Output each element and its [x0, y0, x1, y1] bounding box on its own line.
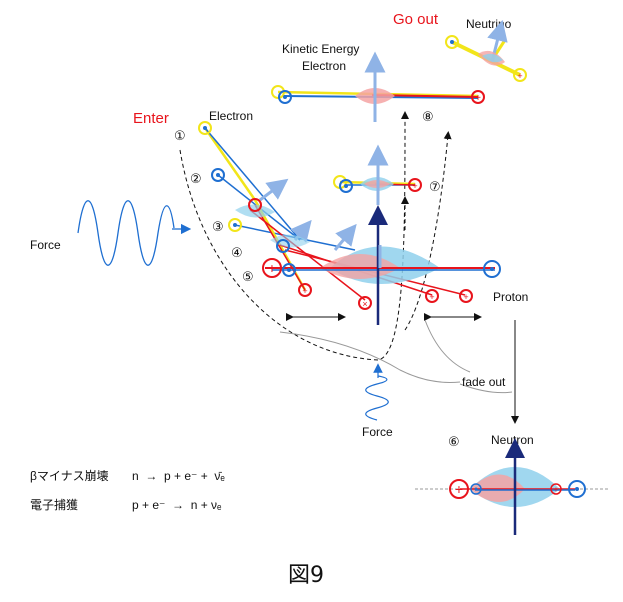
electron-label: Electron	[209, 109, 253, 123]
svg-text:+: +	[302, 286, 307, 296]
svg-text:+: +	[268, 260, 276, 276]
electron-capture-name: 電子捕獲	[30, 497, 78, 512]
proton-atom: +	[262, 205, 501, 325]
state-8-atom: +	[271, 51, 485, 122]
kinetic-energy-label: Kinetic Energy	[282, 42, 359, 56]
step-1: ①	[174, 129, 186, 144]
electron-capture-formula: p + e⁻ → n + νₑ	[132, 498, 222, 512]
neutron-label: Neutron	[491, 433, 534, 447]
incoming-electron-paths: + × + +	[198, 121, 473, 310]
fade-out-label: fade out	[462, 375, 506, 389]
svg-text:+: +	[554, 485, 559, 494]
state-7-atom: +	[333, 144, 422, 205]
svg-text:+: +	[475, 93, 481, 104]
svg-text:+: +	[463, 292, 468, 302]
svg-text:+: +	[517, 71, 522, 81]
neutron-atom: + +	[415, 438, 610, 535]
enter-label: Enter	[133, 110, 169, 127]
neutrino-label: Neutrino	[466, 17, 512, 31]
figure-caption: 図9	[288, 563, 324, 588]
step-6: ⑥	[448, 435, 460, 450]
step-4: ④	[231, 246, 243, 261]
proton-label: Proton	[493, 290, 528, 304]
step-5: ⑤	[242, 270, 254, 285]
force-bottom-label: Force	[362, 425, 393, 439]
trajectory-dashed-2	[404, 131, 452, 331]
fade-out-line-3	[459, 383, 513, 394]
top-electron-label: Electron	[302, 59, 346, 73]
force-left-label: Force	[30, 238, 61, 252]
svg-text:+: +	[412, 181, 417, 191]
beta-minus-name: βマイナス崩壊	[30, 469, 109, 483]
force-wave-bottom	[365, 375, 389, 421]
fade-out-line-1	[279, 331, 461, 383]
step-7: ⑦	[429, 180, 441, 195]
trajectory-dashed-1	[179, 111, 409, 361]
step-3: ③	[212, 220, 224, 235]
force-wave-left	[77, 200, 175, 266]
svg-text:+: +	[429, 292, 434, 302]
step-8: ⑧	[422, 110, 434, 125]
neutrino-particle: +	[445, 19, 527, 82]
fade-out-line-2	[424, 319, 471, 373]
svg-text:×: ×	[362, 299, 367, 309]
step-2: ②	[190, 172, 202, 187]
go-out-label: Go out	[393, 11, 439, 28]
svg-text:+: +	[455, 481, 463, 497]
beta-minus-formula: n → p + e⁻ + ν̄ₑ	[132, 469, 225, 483]
